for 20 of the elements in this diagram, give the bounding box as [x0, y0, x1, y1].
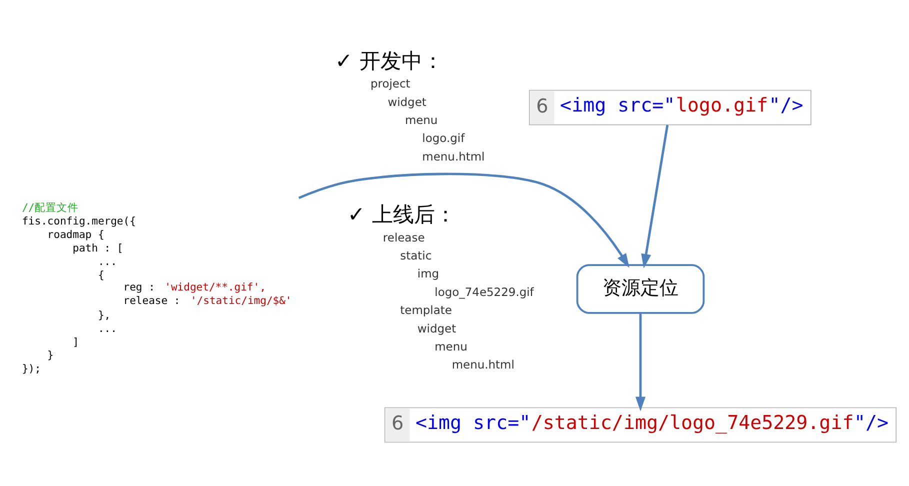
label: menu: [404, 112, 438, 127]
label: template: [400, 302, 452, 317]
label: img: [417, 266, 440, 280]
label: project: [370, 76, 410, 90]
node-box: 资源定位: [576, 264, 705, 314]
label: widget: [388, 94, 426, 108]
label: logo_74e5229.gif: [434, 284, 534, 298]
label: ✓ 开发中：: [335, 47, 444, 72]
label: static: [400, 248, 432, 262]
label: menu: [434, 338, 468, 353]
label: widget: [417, 320, 456, 335]
label: release: [382, 230, 425, 244]
arrow: [641, 124, 669, 268]
node-text: //配置文件 fis.config.merge({ roadmap { path : [ ... { reg : 'widget/**.gif', release : '/static/img/$&' }, ... ] } });: [22, 202, 292, 375]
label: ✓ 上线后：: [348, 201, 456, 226]
label: logo.gif: [422, 130, 465, 145]
arrow: [635, 312, 646, 411]
label: menu.html: [422, 148, 485, 163]
label: menu.html: [452, 357, 514, 372]
arrow: [298, 172, 630, 268]
